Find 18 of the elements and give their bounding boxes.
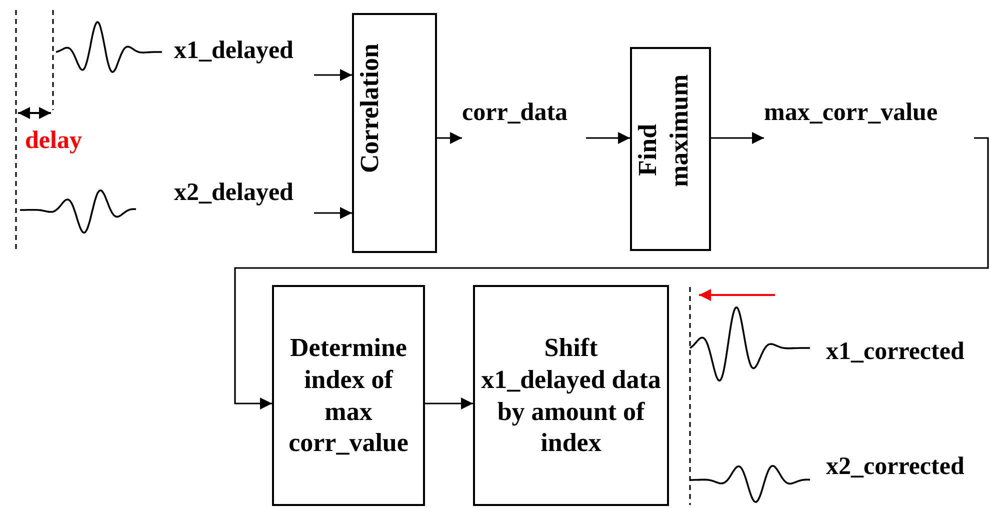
signal-label: x2_delayed [174,180,320,222]
signal-label: x1_corrected [826,339,964,364]
arrow [437,132,462,144]
signal-label: x1_delayed [174,38,320,84]
signal-label: max_corr_value [764,100,974,146]
arrow [711,132,764,144]
dimension-label: delay [25,128,82,153]
arrow [314,69,352,81]
arrow [314,207,352,219]
signal-label: corr_data [462,100,592,146]
process-box: Shift x1_delayed data by amount of index [473,285,669,506]
arrow [234,137,989,410]
arrow [425,398,473,410]
process-box: Correlation [352,13,437,253]
signal-label: x2_corrected [826,454,964,479]
process-box: Find maximum [630,47,711,251]
process-box: Determine index of max corr_value [272,285,425,506]
arrow [586,132,630,144]
